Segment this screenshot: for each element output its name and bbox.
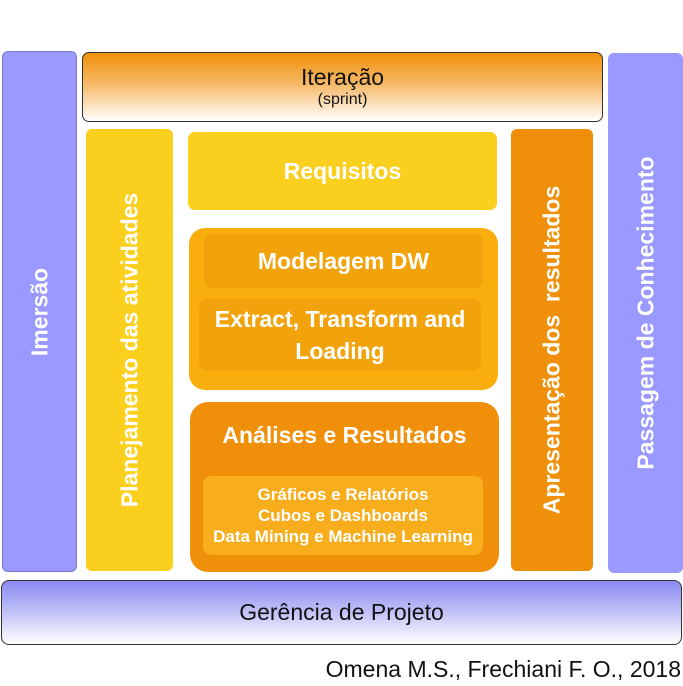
analises-title: Análises e Resultados — [190, 418, 499, 452]
etl-label-line2: Loading — [295, 338, 385, 364]
gerencia-projeto-box: Gerência de Projeto — [1, 580, 682, 645]
analises-items-box: Gráficos e Relatórios Cubos e Dashboards… — [203, 476, 483, 555]
apresentacao-label: Apresentação dos resultados — [538, 185, 565, 515]
analises-title-label: Análises e Resultados — [222, 421, 467, 448]
iteracao-title: Iteração — [300, 64, 385, 90]
analises-item: Data Mining e Machine Learning — [213, 527, 473, 546]
passagem-conhecimento-box: Passagem de Conhecimento — [608, 53, 683, 573]
apresentacao-box: Apresentação dos resultados — [511, 129, 593, 571]
analises-item: Gráficos e Relatórios — [257, 485, 429, 504]
passagem-conhecimento-label: Passagem de Conhecimento — [632, 156, 658, 470]
requisitos-label: Requisitos — [283, 157, 402, 184]
imersao-label: Imersão — [26, 267, 52, 356]
etl-label-line1: Extract, Transform and — [214, 306, 466, 332]
modelagem-dw-box: Modelagem DW — [204, 234, 483, 288]
gerencia-projeto-label: Gerência de Projeto — [239, 599, 444, 625]
planejamento-box: Planejamento das atividades — [86, 129, 173, 571]
modelagem-dw-label: Modelagem DW — [257, 247, 430, 274]
planejamento-label: Planejamento das atividades — [116, 192, 142, 508]
imersao-box: Imersão — [2, 51, 77, 572]
analises-item: Cubos e Dashboards — [257, 506, 429, 525]
credit-text: Omena M.S., Frechiani F. O., 2018 — [325, 655, 681, 682]
iteracao-box: Iteração (sprint) — [82, 52, 603, 122]
etl-box: Extract, Transform and Loading — [199, 299, 481, 371]
requisitos-box: Requisitos — [188, 132, 497, 210]
iteracao-subtitle: (sprint) — [317, 91, 368, 108]
